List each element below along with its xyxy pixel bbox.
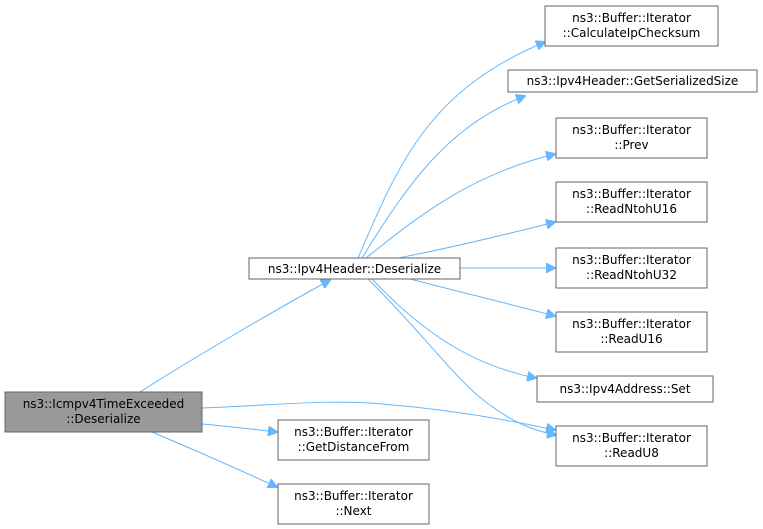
edge-root-to-get-distance-from [201,423,277,432]
node-label: ns3::Ipv4Header::Deserialize [268,262,441,276]
edge-deserialize-to-read-u8 [367,278,556,435]
edge-root-to-read-u8 [201,401,555,430]
nodes: ns3::Icmpv4TimeExceeded ::Deserialize ns… [4,5,758,525]
edge-deserialize-to-calculate-ip-checksum [357,42,545,259]
node-label-line2: ::Next [335,504,371,518]
node-label-line2: ::ReadU16 [600,332,662,346]
node-label: ns3::Ipv4Header::GetSerializedSize [527,74,739,88]
node-label-line2: ::ReadU8 [604,446,659,460]
node-label-line2: ::Prev [614,138,648,152]
node-label-line2: ::ReadNtohU32 [586,268,677,282]
node-buffer-iterator-read-ntoh-u32[interactable]: ns3::Buffer::Iterator ::ReadNtohU32 [555,247,708,289]
node-label-line1: ns3::Buffer::Iterator [572,431,691,445]
edge-root-to-next [151,431,277,487]
node-label-line1: ns3::Buffer::Iterator [572,123,691,137]
node-buffer-iterator-read-ntoh-u16[interactable]: ns3::Buffer::Iterator ::ReadNtohU16 [555,181,708,223]
node-label-line1: ns3::Buffer::Iterator [572,317,691,331]
node-label-line2: ::GetDistanceFrom [298,440,410,454]
edge-deserialize-to-read-ntoh-u16 [397,222,555,259]
edge-deserialize-to-ipv4address-set [371,278,536,378]
node-label-line1: ns3::Buffer::Iterator [294,489,413,503]
node-buffer-iterator-next[interactable]: ns3::Buffer::Iterator ::Next [277,483,430,525]
node-label-line2: ::ReadNtohU16 [586,202,677,216]
node-label-line1: ns3::Buffer::Iterator [572,253,691,267]
node-icmpv4-time-exceeded-deserialize[interactable]: ns3::Icmpv4TimeExceeded ::Deserialize [4,391,203,433]
node-label: ns3::Ipv4Address::Set [559,382,690,396]
node-label-line1: ns3::Buffer::Iterator [572,187,691,201]
node-buffer-iterator-calculate-ip-checksum[interactable]: ns3::Buffer::Iterator ::CalculateIpCheck… [544,5,719,47]
node-label-line2: ::Deserialize [66,412,140,426]
edge-deserialize-to-get-serialized-size [361,96,525,259]
node-buffer-iterator-prev[interactable]: ns3::Buffer::Iterator ::Prev [555,117,708,159]
edge-deserialize-to-prev [365,154,555,259]
node-label-line2: ::CalculateIpChecksum [563,26,701,40]
node-buffer-iterator-read-u16[interactable]: ns3::Buffer::Iterator ::ReadU16 [555,311,708,353]
node-buffer-iterator-read-u8[interactable]: ns3::Buffer::Iterator ::ReadU8 [555,425,708,467]
edges [139,42,556,487]
node-buffer-iterator-get-distance-from[interactable]: ns3::Buffer::Iterator ::GetDistanceFrom [277,419,430,461]
edge-deserialize-to-read-u16 [409,278,555,316]
node-ipv4header-deserialize[interactable]: ns3::Ipv4Header::Deserialize [248,257,461,280]
edge-root-to-ipv4header-deserialize [139,280,330,393]
node-label-line1: ns3::Icmpv4TimeExceeded [23,397,185,411]
node-ipv4header-get-serialized-size[interactable]: ns3::Ipv4Header::GetSerializedSize [507,69,758,93]
node-label-line1: ns3::Buffer::Iterator [294,425,413,439]
node-ipv4address-set[interactable]: ns3::Ipv4Address::Set [536,375,714,403]
node-label-line1: ns3::Buffer::Iterator [572,11,691,25]
